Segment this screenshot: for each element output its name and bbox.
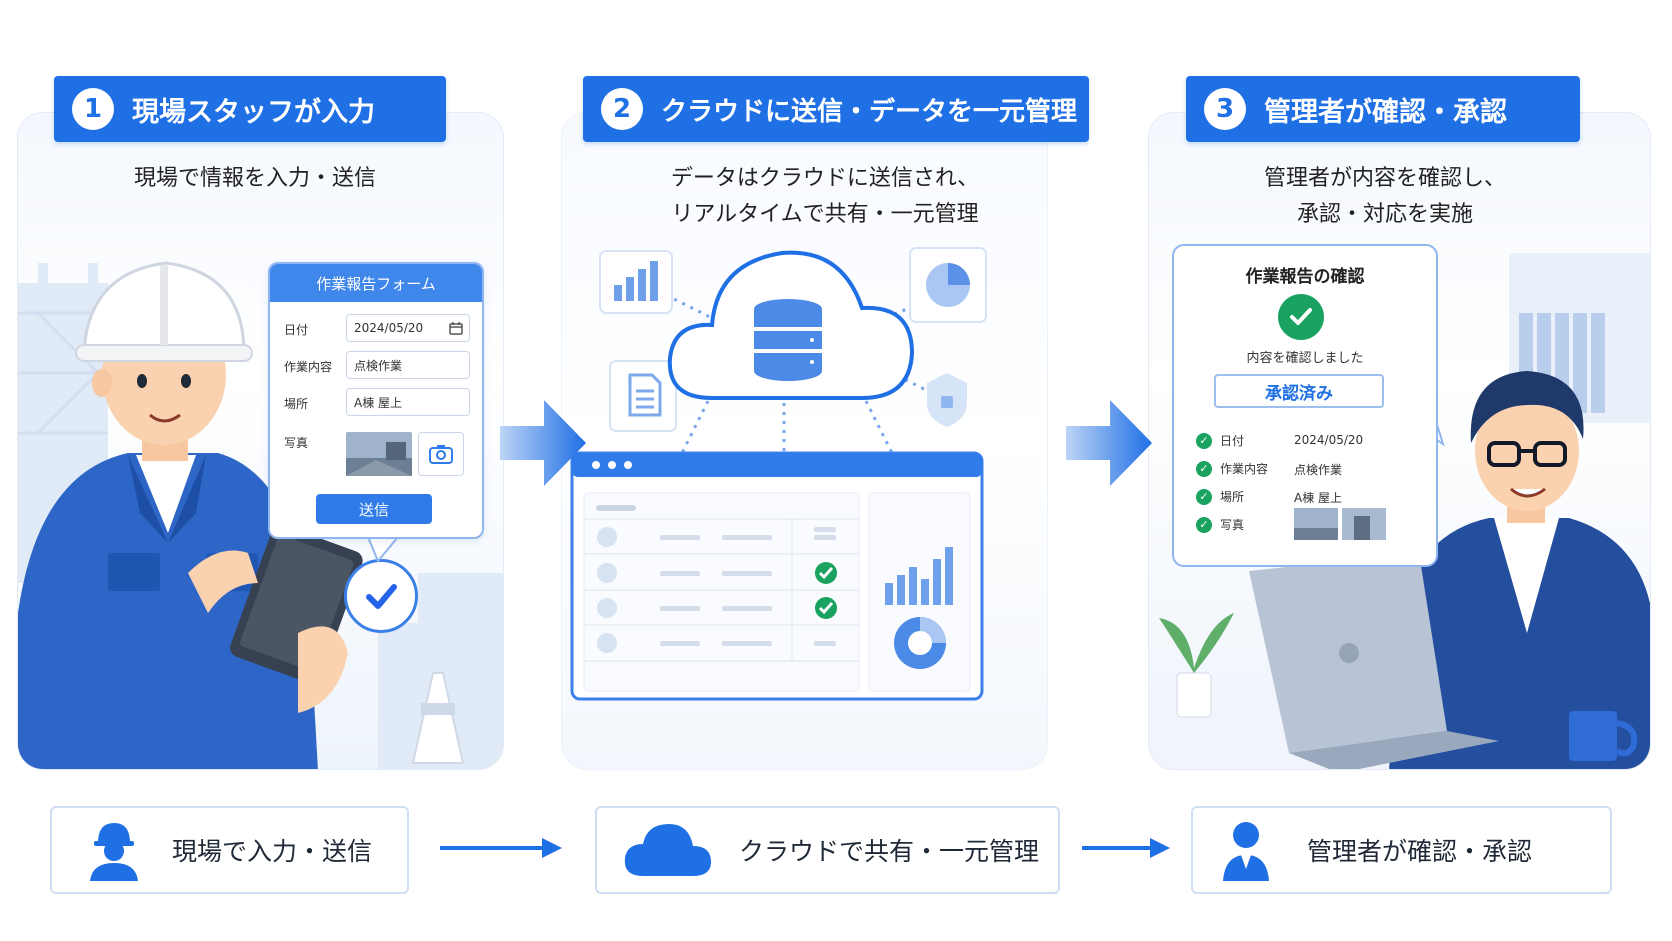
date-value: 2024/05/20 (354, 321, 424, 335)
submit-button[interactable]: 送信 (316, 494, 432, 524)
review-work-value: 点検作業 (1294, 463, 1343, 477)
summary-label: 管理者が確認・承認 (1307, 837, 1533, 866)
manager-illustration (1149, 253, 1650, 769)
speech-bubble-tail (368, 537, 399, 563)
check-icon: ✓ (1196, 432, 1212, 449)
step2-panel (561, 112, 1048, 770)
work-field[interactable]: 点検作業 (346, 351, 470, 379)
review-work-label: 作業内容 (1220, 462, 1269, 476)
caption-line: 承認・対応を実施 (1296, 202, 1473, 227)
step-number: 1 (72, 88, 114, 130)
caption-line: リアルタイムで共有・一元管理 (671, 202, 979, 227)
review-photo-label: 写真 (1220, 518, 1245, 532)
summary-step3: 管理者が確認・承認 (1191, 806, 1612, 894)
arrow-right-icon (1082, 838, 1170, 858)
step1-header: 1 現場スタッフが入力 (54, 76, 446, 142)
arrow-right-icon (1066, 400, 1152, 486)
review-date-row: ✓ 日付 (1196, 432, 1244, 449)
camera-button[interactable] (418, 432, 464, 476)
step3-header: 3 管理者が確認・承認 (1186, 76, 1580, 142)
place-field[interactable]: A棟 屋上 (346, 388, 470, 416)
manager-icon (1223, 822, 1269, 881)
review-title: 作業報告の確認 (1245, 267, 1365, 287)
date-field[interactable]: 2024/05/20 (346, 314, 470, 342)
check-icon (1278, 294, 1324, 340)
date-label: 日付 (284, 323, 309, 337)
review-card: 作業報告の確認 内容を確認しました 承認済み ✓ 日付 2024/05/20 ✓ 作… (1172, 244, 1438, 567)
place-value: A棟 屋上 (354, 395, 403, 410)
summary-step2: クラウドで共有・一元管理 (595, 806, 1060, 894)
step-title: クラウドに送信・データを一元管理 (661, 96, 1078, 127)
review-work-row: ✓ 作業内容 (1196, 460, 1268, 477)
check-icon: ✓ (1196, 460, 1212, 477)
photo-label: 写真 (284, 436, 309, 450)
step-number: 3 (1204, 88, 1246, 130)
check-circle-icon (344, 559, 418, 633)
work-report-form: 作業報告フォーム 日付 2024/05/20 作業内容 点検作業 場所 A棟 屋… (268, 262, 484, 539)
summary-step1: 現場で入力・送信 (50, 806, 409, 894)
review-photos (1294, 508, 1386, 540)
review-date-label: 日付 (1220, 434, 1245, 448)
review-photo-row: ✓ 写真 (1196, 516, 1244, 533)
worker-icon (90, 823, 138, 881)
form-title: 作業報告フォーム (270, 264, 482, 302)
check-icon: ✓ (1196, 516, 1212, 533)
photo-thumbnail (346, 432, 412, 476)
approved-button[interactable]: 承認済み (1214, 374, 1384, 408)
work-value: 点検作業 (354, 358, 403, 373)
place-label: 場所 (284, 397, 309, 411)
work-label: 作業内容 (284, 360, 333, 374)
review-place-value: A棟 屋上 (1294, 491, 1343, 505)
worker-illustration (18, 261, 465, 769)
arrow-right-icon (500, 400, 586, 486)
caption-line: データはクラウドに送信され、 (670, 166, 980, 191)
confirmed-text: 内容を確認しました (1246, 351, 1364, 366)
step3-caption: 管理者が内容を確認し、 承認・対応を実施 (1210, 161, 1560, 233)
step2-header: 2 クラウドに送信・データを一元管理 (583, 76, 1089, 142)
step-title: 管理者が確認・承認 (1264, 96, 1507, 128)
review-place-row: ✓ 場所 (1196, 488, 1244, 505)
step-title: 現場スタッフが入力 (132, 96, 375, 128)
step-number: 2 (601, 88, 643, 130)
calendar-icon[interactable] (449, 321, 463, 335)
review-date-value: 2024/05/20 (1294, 433, 1364, 447)
step2-caption: データはクラウドに送信され、 リアルタイムで共有・一元管理 (600, 161, 1050, 233)
camera-icon (429, 445, 453, 464)
arrow-right-icon (440, 838, 562, 858)
cloud-icon (624, 824, 711, 876)
summary-label: 現場で入力・送信 (172, 837, 373, 866)
check-icon: ✓ (1196, 488, 1212, 505)
caption-line: 管理者が内容を確認し、 (1263, 166, 1506, 191)
summary-label: クラウドで共有・一元管理 (739, 837, 1040, 866)
review-place-label: 場所 (1220, 490, 1245, 504)
step1-caption: 現場で情報を入力・送信 (133, 166, 376, 191)
cloud-system-illustration (570, 247, 987, 701)
